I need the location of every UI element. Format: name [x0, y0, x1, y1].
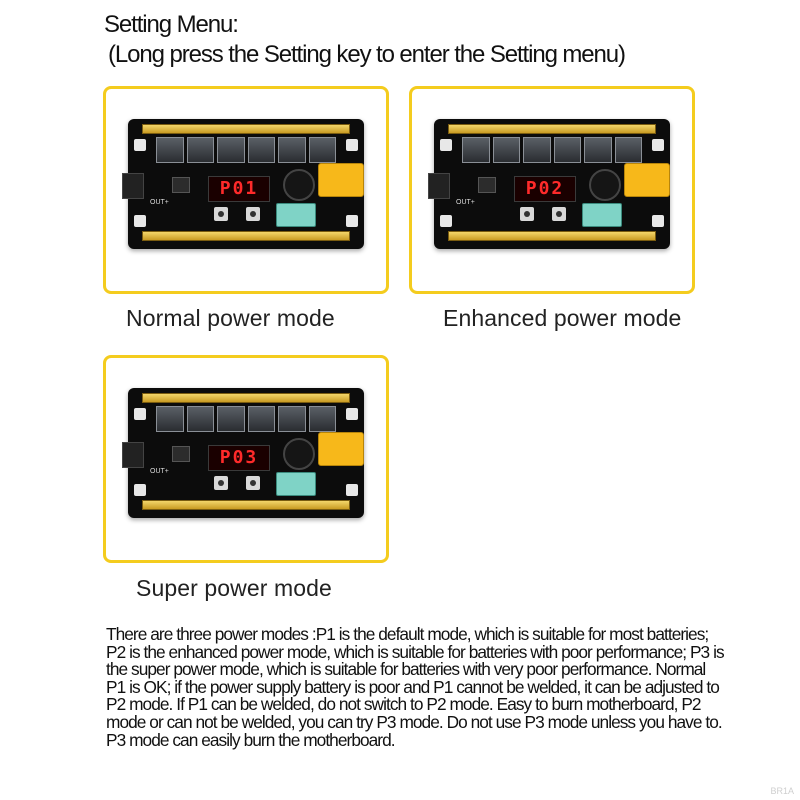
- xt60-connector: [624, 163, 670, 197]
- nickel-rail-bottom: [448, 231, 656, 241]
- xt60-connector: [318, 163, 364, 197]
- mode-caption-enhanced: Enhanced power mode: [443, 305, 682, 331]
- mode-key: [246, 476, 260, 490]
- mode-key: [246, 207, 260, 221]
- mode-card-super: OUT+ P03: [103, 355, 389, 563]
- out-label: OUT+: [150, 199, 169, 206]
- page-title: Setting Menu:: [104, 11, 239, 38]
- nickel-rail-bottom: [142, 231, 350, 241]
- xt60-connector: [318, 432, 364, 466]
- buzzer-icon: [283, 438, 315, 470]
- buzzer-icon: [589, 169, 621, 201]
- ic-chip: [172, 177, 190, 193]
- page-heading: Setting Menu: (Long press the Setting ke…: [104, 10, 626, 70]
- nickel-rail-top: [142, 393, 350, 403]
- mode-description: There are three power modes :P1 is the d…: [106, 624, 725, 750]
- buzzer-icon: [283, 169, 315, 201]
- pcb-board-image: OUT+ P03: [122, 388, 364, 518]
- out-label: OUT+: [150, 468, 169, 475]
- dc-jack: [122, 442, 144, 468]
- setting-key: [214, 207, 228, 221]
- led-display: P01: [208, 176, 270, 202]
- page-subtitle: (Long press the Setting key to enter the…: [108, 41, 626, 68]
- dc-jack: [428, 173, 450, 199]
- nickel-rail-top: [142, 124, 350, 134]
- mode-caption-normal: Normal power mode: [126, 305, 335, 331]
- mode-card-normal: OUT+ P01: [103, 86, 389, 294]
- out-label: OUT+: [456, 199, 475, 206]
- setting-key: [520, 207, 534, 221]
- capacitor: [582, 203, 622, 227]
- dc-jack: [122, 173, 144, 199]
- mode-card-enhanced: OUT+ P02: [409, 86, 695, 294]
- ic-chip: [478, 177, 496, 193]
- mode-caption-super: Super power mode: [136, 575, 332, 601]
- mode-key: [552, 207, 566, 221]
- mosfet-pads: [462, 137, 642, 163]
- pcb-board-image: OUT+ P02: [428, 119, 670, 249]
- led-display: P02: [514, 176, 576, 202]
- nickel-rail-bottom: [142, 500, 350, 510]
- led-display: P03: [208, 445, 270, 471]
- mosfet-pads: [156, 406, 336, 432]
- capacitor: [276, 472, 316, 496]
- capacitor: [276, 203, 316, 227]
- watermark: BR1A: [770, 786, 794, 796]
- pcb-board-image: OUT+ P01: [122, 119, 364, 249]
- setting-key: [214, 476, 228, 490]
- mosfet-pads: [156, 137, 336, 163]
- ic-chip: [172, 446, 190, 462]
- nickel-rail-top: [448, 124, 656, 134]
